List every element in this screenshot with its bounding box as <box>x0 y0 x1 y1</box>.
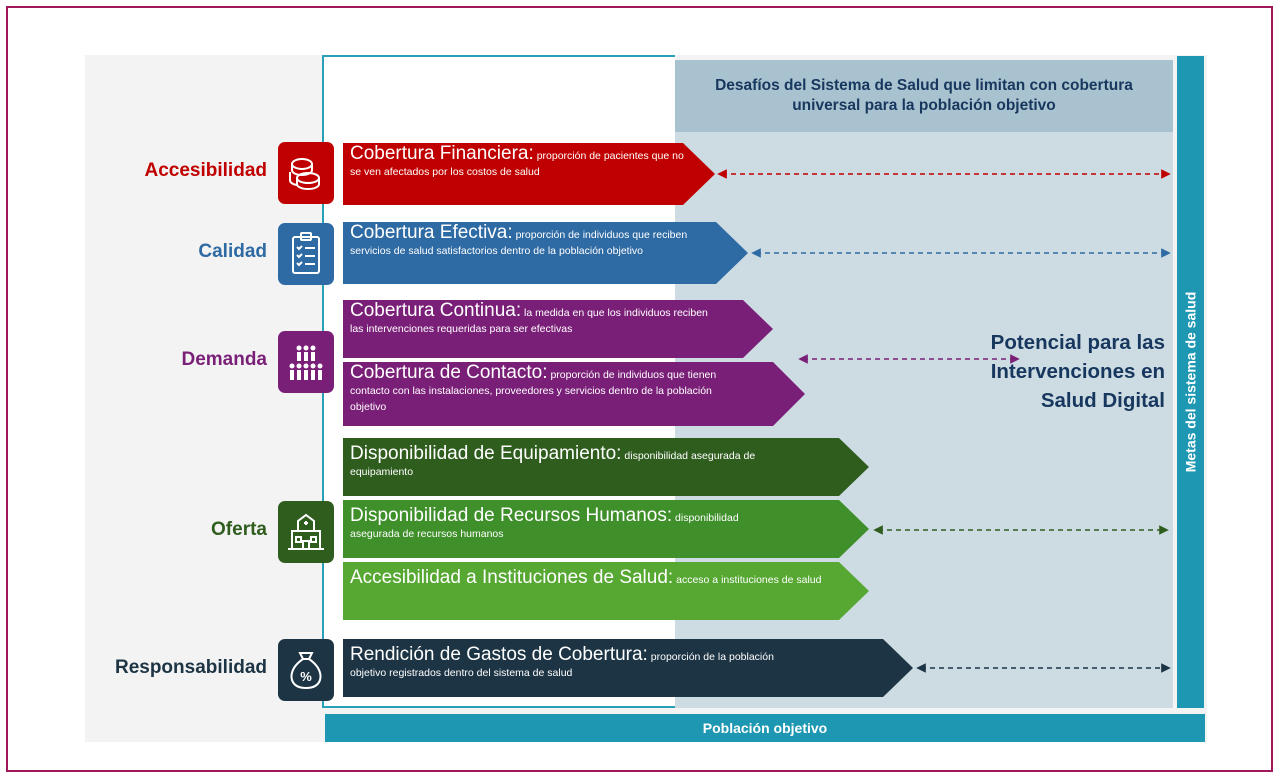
category-calidad: Calidad <box>198 241 267 262</box>
arrow-title: Cobertura de Contacto: <box>350 362 548 383</box>
arrow-disponibilidad-equipamiento: Disponibilidad de Equipamiento: disponib… <box>343 438 869 496</box>
arrow-title: Cobertura Efectiva: <box>350 222 513 243</box>
clipboard-checklist-icon <box>278 223 334 285</box>
category-oferta: Oferta <box>211 519 267 540</box>
coins-icon <box>278 142 334 204</box>
arrow-cobertura-financiera: Cobertura Financiera: proporción de paci… <box>343 143 715 205</box>
category-demanda: Demanda <box>181 349 267 370</box>
category-accesibilidad: Accesibilidad <box>144 160 268 181</box>
arrow-accesibilidad-instituciones: Accesibilidad a Instituciones de Salud: … <box>343 562 869 620</box>
svg-text:%: % <box>300 669 312 684</box>
arrow-description: acceso a instituciones de salud <box>676 574 822 586</box>
arrow-title: Accesibilidad a Instituciones de Salud: <box>350 567 674 588</box>
potential-text: Potencial para las Intervenciones en Sal… <box>990 331 1165 412</box>
arrow-description: proporción de pacientes que no se ven af… <box>350 150 684 178</box>
category-responsabilidad: Responsabilidad <box>114 657 267 678</box>
goals-bar: Metas del sistema de salud <box>1177 56 1204 708</box>
arrow-cobertura-continua: Cobertura Continua: la medida en que los… <box>343 300 773 358</box>
population-label: Población objetivo <box>702 720 828 736</box>
arrow-description: proporción de individuos que tienen cont… <box>350 369 717 413</box>
arrow-title: Cobertura Financiera: <box>350 143 534 164</box>
arrow-description: disponibilidad asegurada de recursos hum… <box>350 512 739 540</box>
arrow-title: Rendición de Gastos de Cobertura: <box>350 644 648 665</box>
arrow-cobertura-efectiva: Cobertura Efectiva: proporción de indivi… <box>343 222 748 284</box>
arrow-disponibilidad-recursos-humanos: Disponibilidad de Recursos Humanos: disp… <box>343 500 869 558</box>
challenge-header: Desafíos del Sistema de Salud que limita… <box>675 60 1173 132</box>
money-bag-percent-icon: % <box>278 639 334 701</box>
hospital-icon <box>278 501 334 563</box>
challenge-header-text: Desafíos del Sistema de Salud que limita… <box>715 77 1133 114</box>
population-bar: Población objetivo <box>325 714 1205 742</box>
arrow-description: disponibilidad asegurada de equipamiento <box>350 450 756 478</box>
people-group-icon <box>278 331 334 393</box>
arrow-cobertura-contacto: Cobertura de Contacto: proporción de ind… <box>343 362 805 426</box>
arrow-title: Cobertura Continua: <box>350 300 522 321</box>
arrow-description: la medida en que los individuos reciben … <box>350 307 708 335</box>
arrow-description: proporción de individuos que reciben ser… <box>350 229 688 257</box>
arrow-description: proporción de la población objetivo regi… <box>350 651 774 679</box>
arrow-title: Disponibilidad de Equipamiento: <box>350 443 622 464</box>
arrow-title: Disponibilidad de Recursos Humanos: <box>350 505 673 526</box>
arrow-rendicion-gastos: Rendición de Gastos de Cobertura: propor… <box>343 639 913 697</box>
